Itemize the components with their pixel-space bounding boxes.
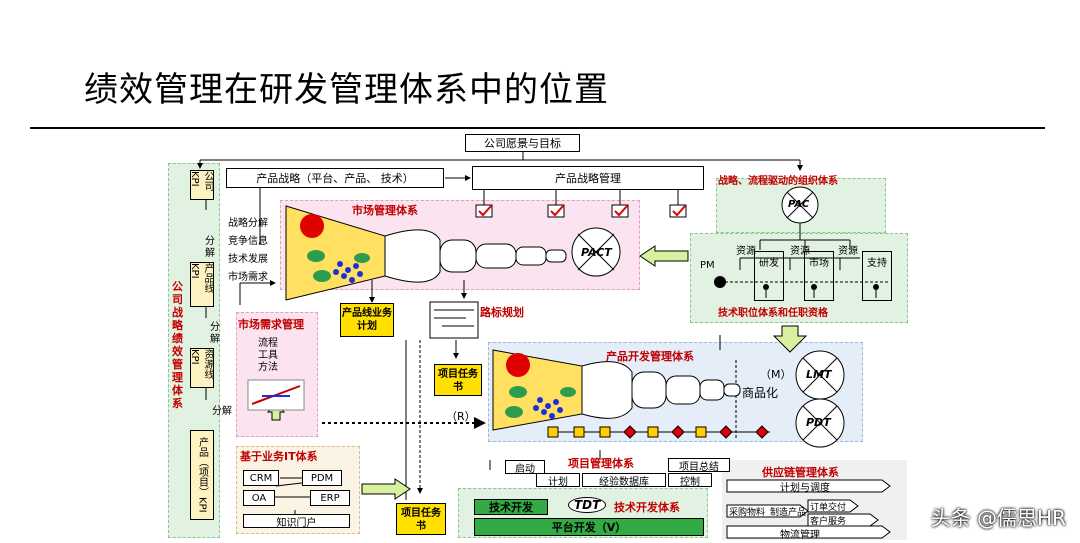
- demand-title: 市场需求管理: [238, 318, 304, 331]
- pd-task-box: 项目任务书: [434, 364, 482, 396]
- product-line-kpi: 产品线KPI: [189, 262, 214, 307]
- demand-item-process: 流程: [258, 338, 278, 349]
- biz-plan-box: 产品线业务计划: [340, 303, 394, 337]
- pm-label: PM: [700, 260, 715, 271]
- pd-title: 产品开发管理体系: [606, 350, 694, 363]
- company-kpi: 公司KPI: [189, 170, 214, 200]
- erp-box: ERP: [310, 490, 350, 506]
- tdt-label: TDT: [568, 497, 607, 513]
- page-title: 绩效管理在研发管理体系中的位置: [84, 70, 609, 110]
- lmt-label: LMT: [806, 368, 832, 381]
- resource-label-1: 资源: [736, 246, 756, 257]
- platform-dev-box: 平台开发（V）: [474, 518, 704, 536]
- pm-summary: 项目总结: [668, 458, 730, 473]
- it-title: 基于业务IT体系: [240, 450, 318, 463]
- roadmap-label: 路标规划: [480, 306, 524, 319]
- resource-label-3: 资源: [838, 246, 858, 257]
- tech-dev-box: 技术开发: [474, 499, 548, 515]
- dept-rd: 研发: [754, 251, 784, 301]
- title-divider: [30, 127, 1045, 129]
- pm-title: 项目管理体系: [568, 457, 634, 470]
- pact-label: PACT: [581, 246, 612, 259]
- resource-label-2: 资源: [790, 246, 810, 257]
- supply-customer: 客户服务: [810, 517, 847, 527]
- demand-item-method: 方法: [258, 362, 278, 373]
- pm-start: 启动: [505, 460, 545, 475]
- strategy-box: 产品战略（平台、产品、 技术）: [226, 168, 444, 188]
- split-label-2: 分解: [210, 322, 220, 345]
- demand-item-tool: 工具: [258, 350, 278, 361]
- market-title: 市场管理体系: [352, 204, 418, 217]
- pm-plan: 计划: [536, 473, 580, 488]
- input-tech: 技术发展: [228, 254, 268, 265]
- split-label-3: 分解: [212, 406, 232, 417]
- org-detail-zone: [690, 233, 908, 323]
- kpi-system-label: 公司战略绩效管理体系: [172, 280, 183, 410]
- pd-r-label: （R）: [446, 410, 476, 423]
- org-title: 战略、流程驱动的组织体系: [718, 176, 838, 187]
- tech-task-box: 项目任务书: [396, 503, 446, 535]
- pac-label: PAC: [788, 199, 810, 210]
- pm-database: 经验数据库: [582, 473, 666, 488]
- supply-title: 供应链管理体系: [762, 466, 839, 479]
- pm-control: 控制: [668, 473, 712, 488]
- vision-box: 公司愿景与目标: [465, 134, 580, 152]
- dept-market: 市场: [804, 251, 834, 301]
- supply-plan: 计划与调度: [780, 483, 830, 494]
- supply-manufacture: 制造产品: [770, 508, 807, 518]
- career-title: 技术职位体系和任职资格: [718, 308, 828, 319]
- product-project-kpi: 产品（项目）KPI: [190, 430, 214, 520]
- input-demand: 市场需求: [228, 272, 268, 283]
- crm-box: CRM: [243, 470, 279, 486]
- oa-box: OA: [243, 490, 275, 506]
- supply-order: 订单交付: [810, 503, 847, 513]
- demand-zone: [236, 312, 318, 437]
- split-label-1: 分解: [205, 236, 215, 259]
- supply-purchase: 采购物料: [729, 508, 766, 518]
- portal-box: 知识门户: [243, 514, 350, 529]
- resource-line-kpi: 资源线KPI: [189, 348, 214, 388]
- dept-support: 支持: [862, 251, 892, 301]
- tech-title: 技术开发体系: [614, 501, 680, 514]
- strategy-mgmt-box: 产品战略管理: [472, 166, 704, 190]
- pdt-label: PDT: [806, 416, 831, 429]
- input-competition: 竞争信息: [228, 236, 268, 247]
- watermark: 头条 @儒思HR: [930, 506, 1066, 530]
- commercial-label: 商品化: [742, 386, 779, 400]
- pd-m-label: （M）: [760, 368, 792, 381]
- pdm-box: PDM: [302, 470, 342, 486]
- input-strategy: 战略分解: [228, 218, 268, 229]
- supply-logistics: 物流管理: [780, 530, 820, 541]
